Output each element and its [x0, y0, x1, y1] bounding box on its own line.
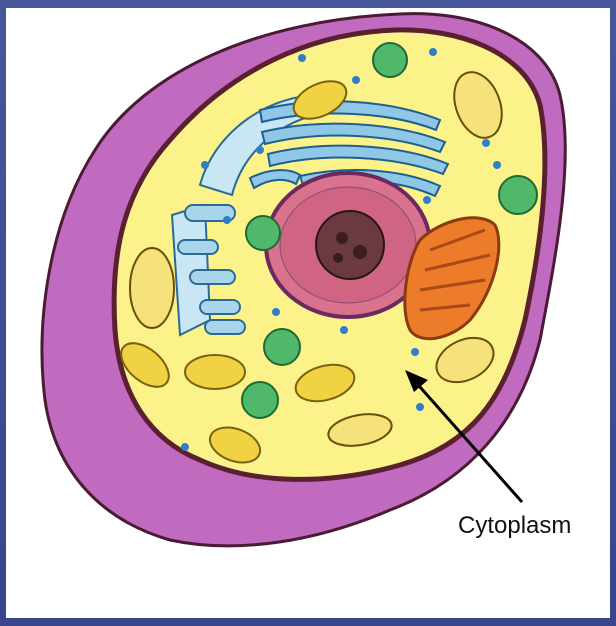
cytoplasm-label: Cytoplasm [458, 512, 571, 540]
nucleolus-icon [316, 211, 384, 279]
